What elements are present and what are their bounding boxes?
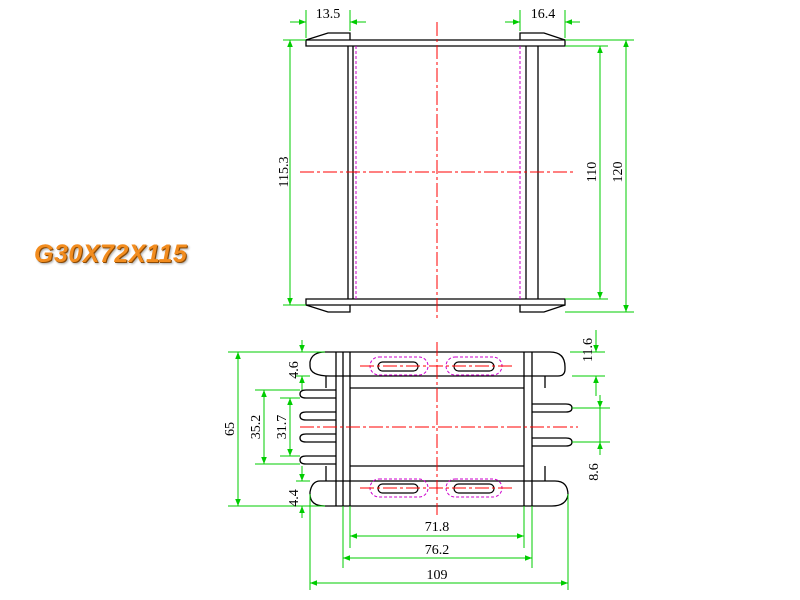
dim-right-flange: 16.4 (531, 7, 556, 22)
dim-pin-span-inner: 31.7 (275, 415, 290, 440)
dim-width-mid: 76.2 (425, 543, 450, 558)
front-view: 13.5 16.4 115.3 110 120 (277, 7, 634, 318)
top-view: 65 35.2 31.7 4.6 4.4 11.6 8.6 71.8 76.2 … (223, 330, 610, 590)
dim-bottom-margin: 4.4 (287, 489, 302, 507)
top-view-centerlines (300, 342, 578, 515)
front-view-dimension-labels: 13.5 16.4 115.3 110 120 (277, 7, 626, 187)
dim-width-inner: 71.8 (425, 520, 450, 535)
dim-overall-height: 120 (611, 162, 626, 183)
top-view-dimension-labels: 65 35.2 31.7 4.6 4.4 11.6 8.6 71.8 76.2 … (223, 338, 602, 583)
dim-width-overall: 109 (427, 568, 448, 583)
top-view-outline (299, 351, 573, 507)
front-view-centerlines (300, 22, 575, 318)
dim-depth: 65 (223, 422, 238, 436)
dim-left-flange: 13.5 (316, 7, 341, 22)
top-view-slots (369, 356, 503, 498)
front-view-dimension-lines (283, 10, 634, 313)
dim-top-margin: 4.6 (287, 361, 302, 379)
dim-right-top: 11.6 (581, 338, 596, 362)
dim-pin-span-outer: 35.2 (249, 415, 264, 440)
dim-right-pitch: 8.6 (587, 463, 602, 481)
model-number: G30X72X115 (34, 240, 188, 268)
dim-left-height: 115.3 (277, 157, 292, 188)
top-view-dimension-lines (228, 330, 610, 590)
dim-inner-height: 110 (585, 162, 600, 182)
